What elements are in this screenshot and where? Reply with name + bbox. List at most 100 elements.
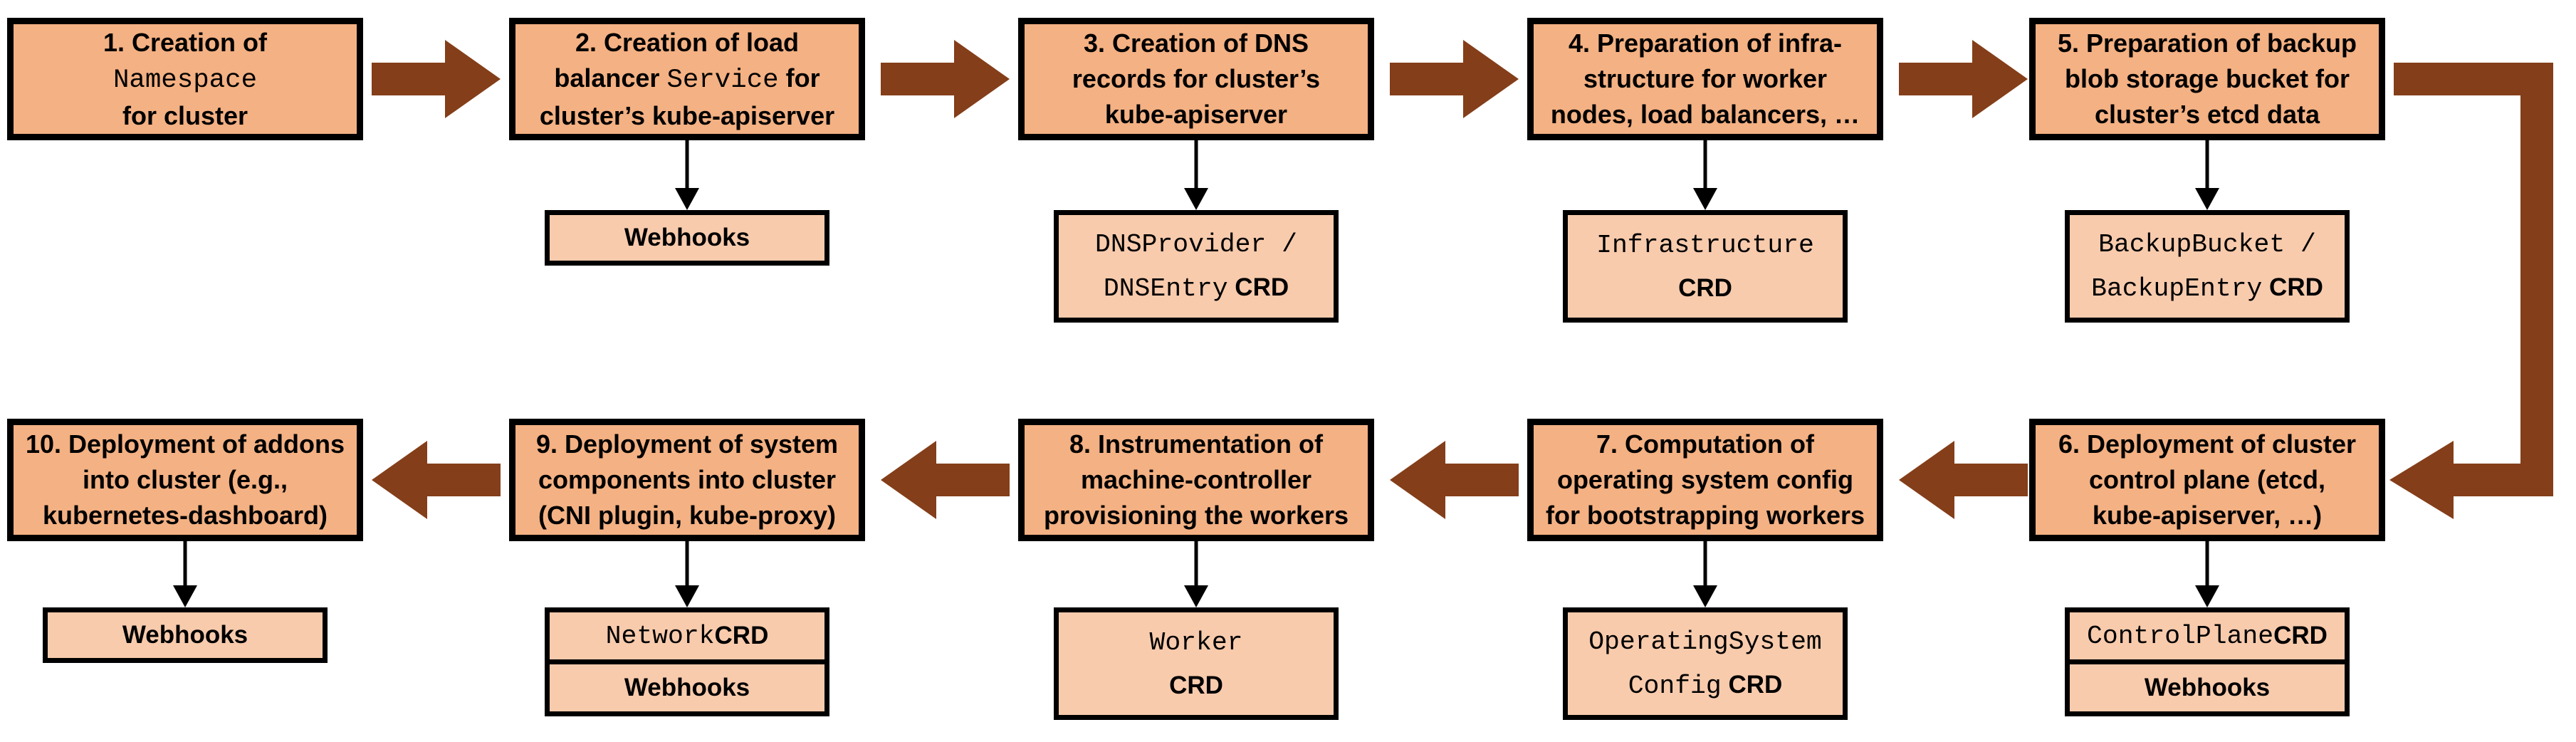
backup-crd-box: BackupBucket / BackupEntry CRD (2065, 210, 2350, 323)
step-6-line-1: 6. Deployment of cluster (2058, 427, 2356, 462)
infrastructure-crd-line-2: CRD (1678, 267, 1732, 310)
step-6-text: kube-apiserver, …) (2092, 501, 2323, 530)
crd-label: CRD (1678, 274, 1732, 302)
osc-crd-line-2: Config CRD (1628, 664, 1783, 708)
step-box-10: 10. Deployment of addons into cluster (e… (7, 419, 363, 541)
step-box-9: 9. Deployment of system components into … (509, 419, 865, 541)
connector-step10-webhooks (173, 541, 197, 607)
connector-step2-webhooks (675, 140, 699, 210)
dns-crd-line-2: DNSEntry CRD (1104, 266, 1289, 310)
step-7-line-2: operating system config (1557, 462, 1853, 498)
operatingsystemconfig-crd-box: OperatingSystem Config CRD (1563, 607, 1848, 720)
operatingsystem-code: OperatingSystem (1588, 627, 1822, 657)
connector-step6-controlplane-crd (2195, 541, 2219, 607)
step-1-text: for cluster (122, 100, 248, 130)
step-8-line-2: machine-controller (1081, 462, 1311, 498)
crd-label: CRD (1169, 672, 1223, 699)
step-box-7: 7. Computation of operating system confi… (1527, 419, 1883, 541)
step-9-text: 9. Deployment of system (535, 429, 839, 459)
step-3-line-2: records for cluster’s (1072, 61, 1320, 97)
flow-arrow-step7-step8 (1390, 441, 1519, 519)
step-6-line-3: kube-apiserver, …) (2093, 498, 2322, 533)
step-4-text: 4. Preparation of infra- (1568, 28, 1843, 58)
flow-arrow-step3-step4 (1390, 40, 1519, 118)
backup-crd-line-1: BackupBucket / (2098, 222, 2316, 266)
step-box-5: 5. Preparation of backup blob storage bu… (2029, 18, 2385, 140)
step-3-text: 3. Creation of DNS (1083, 28, 1309, 58)
step-8-text: provisioning the workers (1043, 501, 1349, 530)
step-5-text: cluster’s etcd data (2094, 100, 2320, 129)
step-2-line-1: 2. Creation of load (575, 25, 799, 61)
dns-crd-line-1: DNSProvider / (1095, 222, 1297, 266)
step-box-6: 6. Deployment of cluster control plane (… (2029, 419, 2385, 541)
crd-label: CRD (714, 622, 769, 649)
network-crd-cell: Network CRD (550, 612, 824, 659)
webhooks-text: Webhooks (624, 224, 750, 251)
step-2-text: balancer (554, 63, 667, 93)
step-box-4: 4. Preparation of infra- structure for w… (1527, 18, 1883, 140)
step-7-line-3: for bootstrapping workers (1546, 498, 1865, 533)
step-4-line-2: structure for worker (1583, 61, 1827, 97)
webhooks-cell-step9: Webhooks (550, 659, 824, 711)
step-7-text: operating system config (1556, 465, 1854, 494)
step-2-line-3: cluster’s kube-apiserver (540, 98, 834, 134)
step-1-line-1: 1. Creation of (103, 25, 267, 61)
worker-crd-box: Worker CRD (1054, 607, 1339, 720)
worker-code: Worker (1149, 628, 1243, 657)
step-8-line-3: provisioning the workers (1044, 498, 1349, 533)
infrastructure-code: Infrastructure (1596, 231, 1814, 260)
webhooks-text: Webhooks (122, 621, 248, 649)
webhooks-text: Webhooks (2144, 674, 2271, 701)
step-9-text: components into cluster (538, 465, 837, 494)
network-stack: Network CRD Webhooks (545, 607, 829, 716)
step-3-text: kube-apiserver (1104, 100, 1288, 129)
step-2-line-2: balancer Service for (554, 61, 820, 98)
step-10-text: 10. Deployment of addons (25, 429, 345, 459)
flow-arrow-step9-step10 (372, 441, 501, 519)
controlplane-crd-cell: ControlPlane CRD (2070, 612, 2345, 659)
backup-bucket-code: BackupBucket / (2098, 230, 2316, 259)
step-10-text: kubernetes-dashboard) (42, 501, 328, 530)
flow-arrow-step2-step3 (881, 40, 1010, 118)
flow-arrow-step1-step2 (372, 40, 501, 118)
step-1-text: 1. Creation of (103, 27, 268, 57)
step-2-code: Service (666, 65, 779, 95)
infrastructure-crd-box: Infrastructure CRD (1563, 210, 1848, 323)
backup-crd-line-2: BackupEntry CRD (2091, 266, 2323, 310)
flow-arrow-step4-step5 (1899, 40, 2028, 118)
step-10-text: into cluster (e.g., (82, 465, 288, 494)
step-4-line-1: 4. Preparation of infra- (1569, 26, 1842, 61)
step-1-line-2: Namespace (113, 61, 257, 98)
step-8-text: 8. Instrumentation of (1069, 429, 1323, 459)
controlplane-stack: ControlPlane CRD Webhooks (2065, 607, 2350, 716)
osc-crd-line-1: OperatingSystem (1588, 620, 1822, 664)
step-2-text: cluster’s kube-apiserver (539, 100, 835, 130)
controlplane-code: ControlPlane (2087, 621, 2274, 651)
step-8-line-1: 8. Instrumentation of (1069, 427, 1323, 462)
step-1-code: Namespace (112, 65, 258, 95)
worker-crd-line-1: Worker (1149, 620, 1242, 664)
webhooks-text: Webhooks (624, 674, 750, 701)
step-6-text: 6. Deployment of cluster (2058, 429, 2357, 459)
step-5-line-3: cluster’s etcd data (2095, 97, 2320, 132)
step-7-text: 7. Computation of (1596, 429, 1814, 459)
step-4-text: structure for worker (1583, 64, 1828, 93)
step-box-8: 8. Instrumentation of machine-controller… (1018, 419, 1374, 541)
step-3-text: records for cluster’s (1072, 64, 1321, 93)
crd-label: CRD (1227, 273, 1289, 301)
step-7-text: for bootstrapping workers (1545, 501, 1865, 530)
step-6-line-2: control plane (etcd, (2089, 462, 2325, 498)
worker-crd-line-2: CRD (1169, 664, 1223, 707)
connector-step5-backup-crd (2195, 140, 2219, 210)
dns-provider-code: DNSProvider / (1095, 230, 1297, 259)
step-box-1: 1. Creation of Namespace for cluster (7, 18, 363, 140)
crd-label: CRD (2273, 622, 2328, 649)
step-5-text: 5. Preparation of backup (2057, 28, 2357, 58)
step-9-line-3: (CNI plugin, kube-proxy) (538, 498, 836, 533)
step-4-line-3: nodes, load balancers, … (1551, 97, 1860, 132)
step-8-text: machine-controller (1080, 465, 1312, 494)
step-10-line-2: into cluster (e.g., (83, 462, 288, 498)
step-5-line-1: 5. Preparation of backup (2058, 26, 2357, 61)
